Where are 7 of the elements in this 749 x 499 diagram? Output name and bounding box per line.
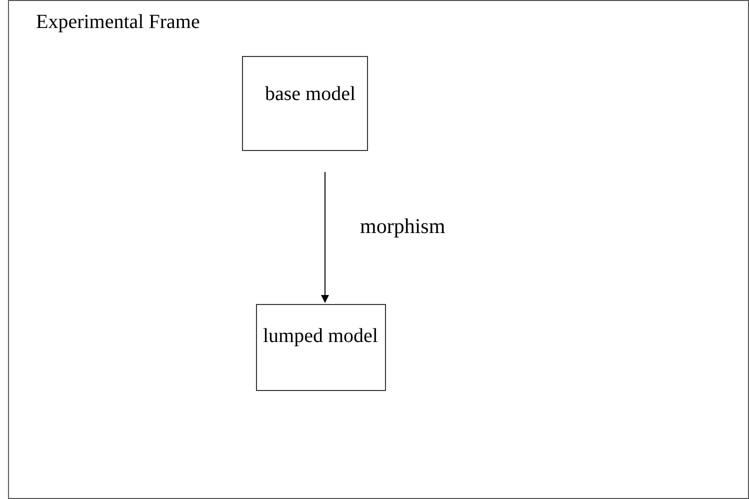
frame-box xyxy=(8,0,749,499)
frame-title: Experimental Frame xyxy=(36,11,200,34)
arrow xyxy=(321,172,329,303)
box-label: base model xyxy=(265,83,356,106)
box-label: lumped model xyxy=(263,325,378,348)
model-box xyxy=(256,304,386,391)
model-box xyxy=(242,56,368,151)
